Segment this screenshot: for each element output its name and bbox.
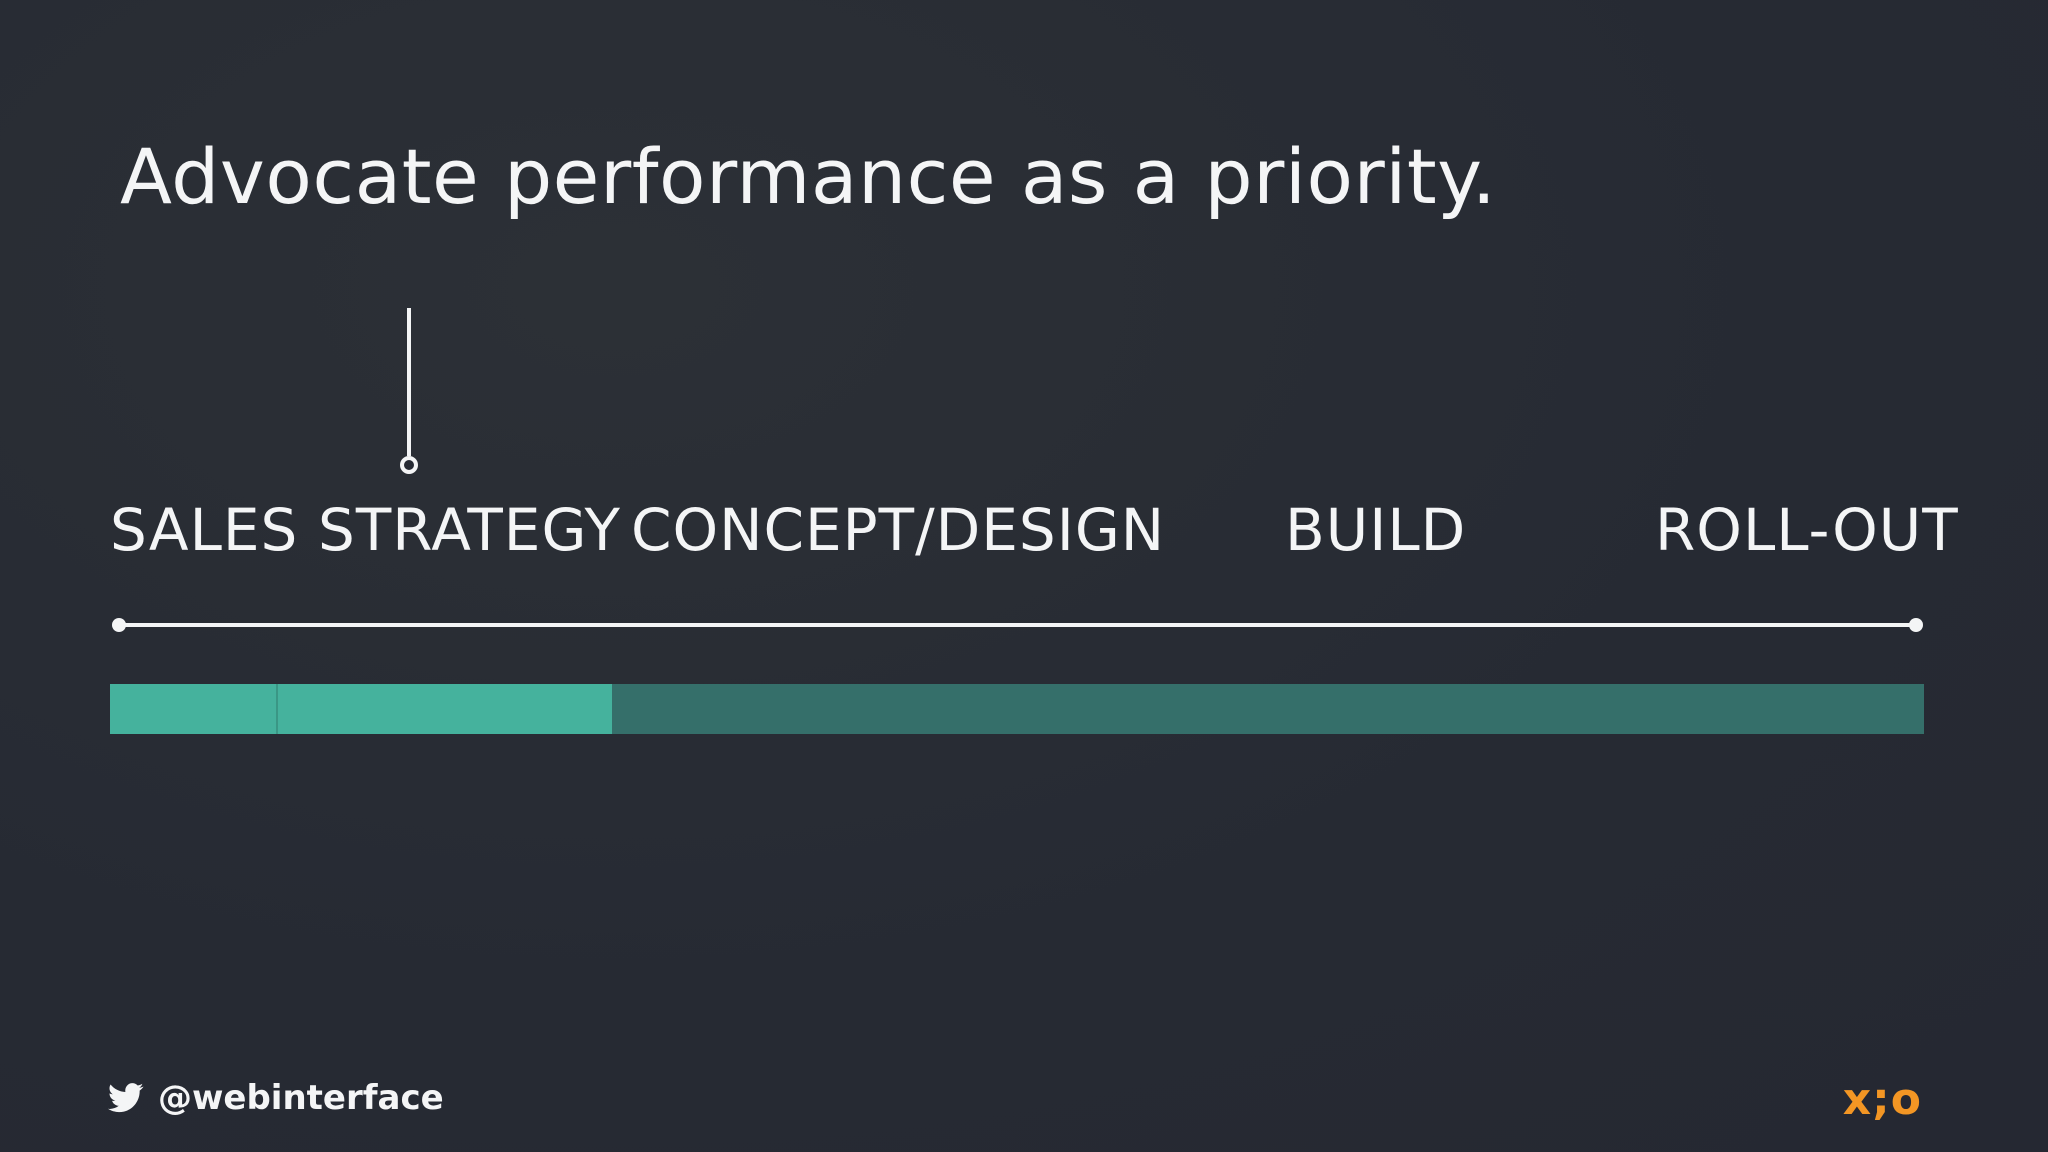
company-logo: x;o	[1842, 1074, 1922, 1125]
twitter-handle: @webinterface	[108, 1078, 444, 1118]
phase-label-roll-out: ROLL-OUT	[1655, 496, 1959, 564]
twitter-handle-text: @webinterface	[158, 1078, 444, 1118]
phase-label-build: BUILD	[1285, 496, 1467, 564]
current-phase-marker-line	[407, 308, 411, 456]
phase-label-sales: SALES	[110, 496, 299, 564]
progress-bar-fill	[110, 684, 613, 734]
phase-label-strategy: STRATEGY	[318, 496, 621, 564]
current-phase-marker-dot	[400, 456, 418, 474]
slide-title: Advocate performance as a priority.	[120, 132, 1497, 221]
twitter-bird-icon	[108, 1083, 144, 1113]
timeline-end-dot	[1909, 618, 1923, 632]
timeline-start-dot	[112, 618, 126, 632]
phase-label-concept-design: CONCEPT/DESIGN	[631, 496, 1166, 564]
progress-bar-divider	[276, 684, 278, 734]
progress-bar-track	[110, 684, 1924, 734]
timeline-axis	[118, 623, 1916, 627]
